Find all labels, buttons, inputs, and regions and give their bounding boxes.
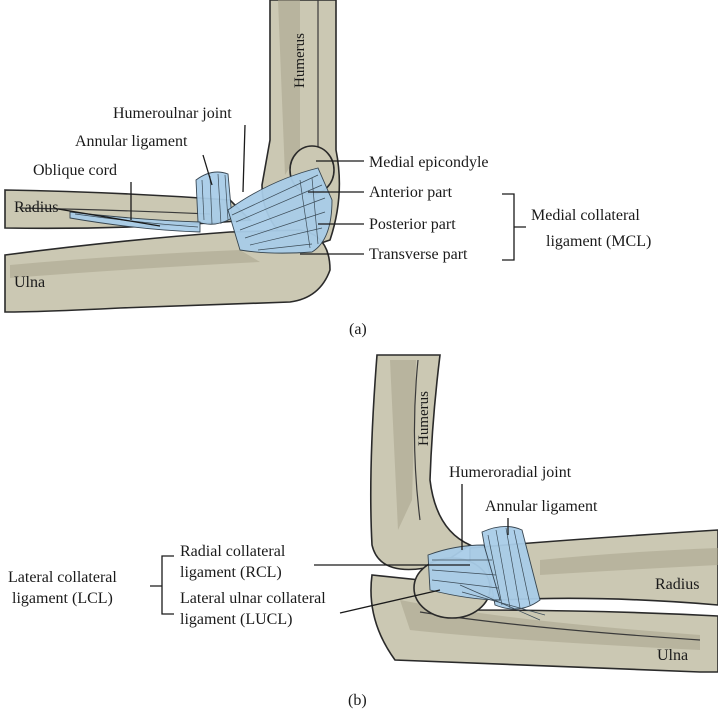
panel-a-posterior-part-label: Posterior part (369, 216, 456, 233)
panel-b-lucl-label-line1: Lateral ulnar collateral (180, 590, 326, 607)
panel-b-humerus-bone (369, 354, 472, 571)
panel-a-humerus-label: Humerus (292, 33, 308, 88)
panel-b-leader-lines (314, 484, 509, 614)
panel-b-annular-ligament-label: Annular ligament (485, 498, 598, 515)
panel-a-caption: (a) (349, 321, 367, 338)
panel-a-humeroulnar-joint-label: Humeroulnar joint (113, 105, 232, 122)
panel-b-humerus-label: Humerus (416, 391, 432, 446)
panel-b: Humerus Humeroradial joint Annular ligam… (8, 354, 718, 709)
panel-b-lcl-label-line1: Lateral collateral (8, 569, 117, 586)
panel-b-lcl-label-line2: ligament (LCL) (12, 590, 113, 607)
panel-a-oblique-cord-label: Oblique cord (33, 162, 117, 179)
panel-b-rcl-label-line2: ligament (RCL) (180, 564, 282, 581)
panel-a-leader-lines (57, 124, 364, 255)
panel-b-humeroradial-joint-label: Humeroradial joint (449, 464, 572, 481)
panel-a-mcl-label-line2: ligament (MCL) (546, 233, 651, 250)
panel-a-annular-ligament-shape (195, 171, 233, 225)
panel-a-anterior-part-label: Anterior part (369, 184, 453, 201)
panel-a-mcl-shape (227, 167, 333, 254)
panel-b-caption: (b) (348, 692, 367, 709)
panel-a-transverse-part-label: Transverse part (369, 246, 468, 263)
panel-a-annular-ligament-label: Annular ligament (75, 133, 188, 150)
panel-b-rcl-label-line1: Radial collateral (180, 543, 286, 560)
panel-b-lucl-label-line2: ligament (LUCL) (180, 611, 292, 628)
panel-a-ulna-label: Ulna (14, 274, 45, 291)
panel-a: Humerus Humeroulnar joint Annular ligame… (4, 0, 651, 338)
panel-b-rcl-lucl-shape (427, 544, 546, 621)
panel-a-radius-label: Radius (14, 199, 58, 216)
panel-b-ulna-label: Ulna (657, 647, 688, 664)
panel-b-radius-label: Radius (655, 576, 699, 593)
panel-a-mcl-label-line1: Medial collateral (531, 207, 640, 224)
panel-a-mcl-bracket (502, 193, 526, 261)
panel-a-medial-epicondyle-label: Medial epicondyle (369, 154, 489, 171)
panel-b-lcl-bracket (150, 555, 174, 615)
